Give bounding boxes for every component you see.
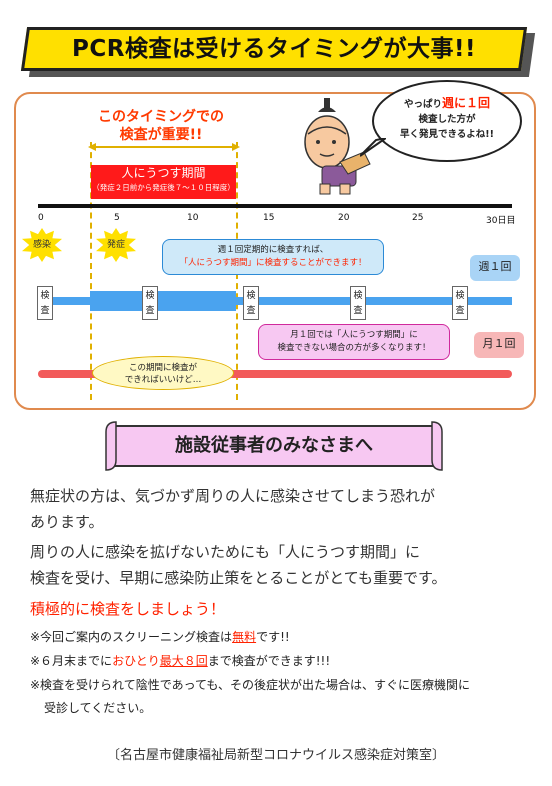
speech-line3: 早く発見できるよね!!: [400, 129, 494, 140]
speech-line2: 検査した方が: [418, 114, 476, 125]
page-title: PCR検査は受けるタイミングが大事!!: [72, 36, 476, 62]
timing-title-line2: 検査が重要!!: [119, 127, 203, 143]
scroll-left-icon: [105, 421, 117, 471]
speech-bubble: やっぱり週に１回 検査した方が 早く発見できるよね!!: [372, 80, 522, 162]
speech-tail-icon: [360, 138, 386, 157]
paragraph-1-line1: 無症状の方は、気づかず周りの人に感染させてしまう恐れが: [30, 487, 436, 505]
paragraph-1-line2: あります。: [30, 513, 104, 531]
monthly-tip-line1: 月１回では「人にうつす期間」に: [290, 330, 418, 340]
weekly-tip-line1: 週１回定期的に検査すれば、: [217, 245, 329, 255]
monthly-tip-bubble: 月１回では「人にうつす期間」に 検査できない場合の方が多くなります！: [258, 324, 450, 360]
weekly-test-2: 検査: [142, 286, 158, 320]
call-to-action: 積極的に検査をしましょう！: [30, 600, 226, 618]
tick-0: 0: [38, 213, 44, 223]
footer-org: 〔名古屋市健康福祉局新型コロナウイルス感染症対策室〕: [106, 748, 445, 763]
speech-line1: やっぱり週に１回: [403, 96, 491, 110]
tick-25: 25: [412, 213, 424, 223]
monthly-note-line1: この期間に検査が: [128, 363, 197, 373]
monthly-label: 月１回: [474, 332, 524, 358]
weekly-bar: [38, 297, 512, 305]
tick-30: 30日目: [486, 216, 516, 226]
weekly-test-3: 検査: [243, 286, 259, 320]
period-sub: （発症２日前から発症後７～１０日程度）: [92, 183, 235, 192]
weekly-test-1: 検査: [37, 286, 53, 320]
period-start-line: [90, 142, 92, 400]
weekly-test-5: 検査: [452, 286, 468, 320]
monthly-note-ellipse: この期間に検査が できればいいけど…: [92, 356, 234, 390]
weekly-period-highlight: [90, 291, 236, 311]
paragraph-2-line1: 周りの人に感染を拡げないためにも「人にうつす期間」に: [30, 543, 421, 561]
character-illustration: [304, 98, 371, 195]
monthly-note-line2: できればいいけど…: [124, 375, 202, 385]
monthly-bar: [38, 370, 512, 378]
scroll-right-icon: [431, 421, 443, 471]
note-1: ※今回ご案内のスクリーニング検査は無料です!!: [30, 630, 290, 644]
note-3-line2: 受診してください。: [44, 701, 152, 715]
paragraph-2-line2: 検査を受け、早期に感染防止策をとることがとても重要です。: [30, 569, 447, 587]
timing-arrow-icon: [88, 143, 240, 151]
tick-10: 10: [187, 213, 199, 223]
day-axis: [38, 204, 512, 208]
tick-15: 15: [263, 213, 275, 223]
period-label: 人にうつす期間: [121, 166, 206, 180]
note-2: ※６月末までにおひとり最大８回まで検査ができます!!!: [30, 654, 331, 668]
tick-20: 20: [338, 213, 350, 223]
note-3-line1: ※検査を受けられて陰性であっても、その後症状が出た場合は、すぐに医療機関に: [30, 678, 471, 692]
weekly-label: 週１回: [470, 255, 520, 281]
infectious-period-box: 人にうつす期間 （発症２日前から発症後７～１０日程度）: [91, 165, 236, 199]
weekly-tip-line2: 「人にうつす期間」に検査することができます！: [179, 258, 367, 268]
monthly-tip-line2: 検査できない場合の方が多くなります！: [277, 343, 431, 353]
section-title: 施設従事者のみなさまへ: [112, 425, 436, 467]
tick-5: 5: [114, 213, 120, 223]
weekly-tip-bubble: 週１回定期的に検査すれば、 「人にうつす期間」に検査することができます！: [162, 239, 384, 275]
timing-title-line1: このタイミングでの: [98, 109, 224, 125]
weekly-test-4: 検査: [350, 286, 366, 320]
